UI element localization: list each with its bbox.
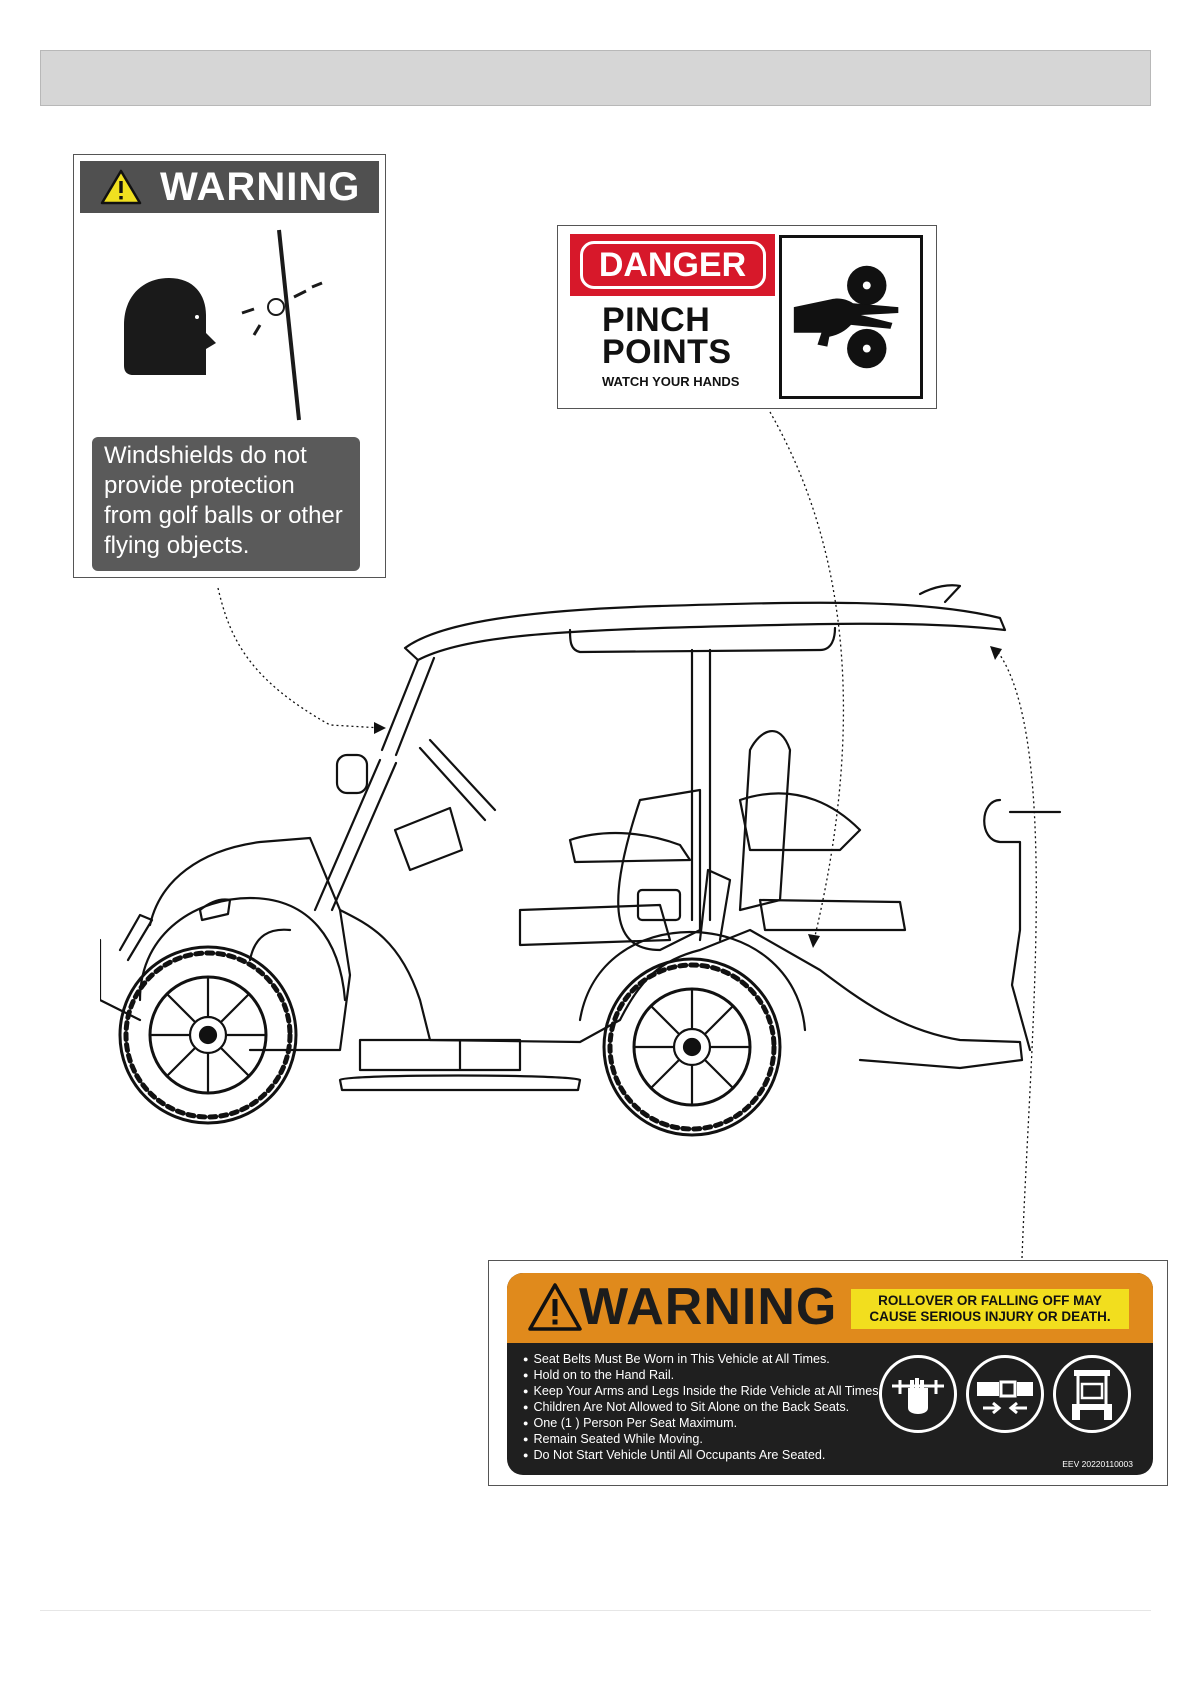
page-header-bar [40, 50, 1151, 106]
windshield-message-line: provide protection [104, 472, 295, 499]
list-item: Hold on to the Hand Rail. [523, 1367, 882, 1383]
subheader-line: CAUSE SERIOUS INJURY OR DEATH. [869, 1309, 1111, 1324]
hand-on-rail-icon [879, 1355, 957, 1433]
windshield-warning-title: WARNING [160, 164, 361, 209]
pinch-points-danger-label: DANGER PINCH POINTS WATCH YOUR HANDS [557, 225, 937, 409]
golf-cart-illustration [100, 584, 1062, 1137]
subheader-line: ROLLOVER OR FALLING OFF MAY [878, 1293, 1102, 1308]
rear-wheel [602, 957, 782, 1137]
warning-triangle-icon [528, 1283, 582, 1331]
warning-triangle-icon [100, 169, 142, 205]
windshield-warning-label: WARNING Windshields do not provide prote… [73, 154, 386, 578]
danger-header: DANGER [570, 234, 775, 296]
pinch-points-title: PINCH POINTS [602, 301, 732, 371]
list-item: One (1 ) Person Per Seat Maximum. [523, 1415, 882, 1431]
hand-rollers-pictogram [779, 235, 923, 399]
windshield-message-line: Windshields do not [104, 442, 307, 469]
list-item: Keep Your Arms and Legs Inside the Ride … [523, 1383, 882, 1399]
label-code: EEV 20220110003 [1062, 1459, 1133, 1469]
windshield-warning-header: WARNING [80, 161, 379, 213]
rollover-rules-list: Seat Belts Must Be Worn in This Vehicle … [523, 1351, 882, 1463]
windshield-message-line: from golf balls or other [104, 502, 343, 529]
list-item: Children Are Not Allowed to Sit Alone on… [523, 1399, 882, 1415]
pinch-title-line: POINTS [602, 333, 732, 371]
pinch-title-line: PINCH [602, 301, 711, 339]
list-item: Remain Seated While Moving. [523, 1431, 882, 1447]
rollover-warning-subheader: ROLLOVER OR FALLING OFF MAY CAUSE SERIOU… [851, 1289, 1129, 1329]
head-and-flying-ball-pictogram [124, 229, 323, 421]
cart-rear-icon [1053, 1355, 1131, 1433]
page-footer-line [40, 1610, 1151, 1611]
rollover-warning-label: WARNING ROLLOVER OR FALLING OFF MAY CAUS… [488, 1260, 1168, 1486]
windshield-message-line: flying objects. [104, 532, 250, 559]
list-item: Seat Belts Must Be Worn in This Vehicle … [523, 1351, 882, 1367]
seat-belt-icon [966, 1355, 1044, 1433]
list-item: Do Not Start Vehicle Until All Occupants… [523, 1447, 882, 1463]
windshield-warning-message: Windshields do not provide protection fr… [92, 437, 360, 571]
rollover-warning-title: WARNING [579, 1278, 838, 1336]
front-wheel [118, 945, 298, 1125]
pinch-points-subtitle: WATCH YOUR HANDS [602, 374, 740, 389]
danger-title: DANGER [579, 241, 766, 289]
rollover-warning-panel: WARNING ROLLOVER OR FALLING OFF MAY CAUS… [507, 1273, 1153, 1475]
rollover-warning-header: WARNING ROLLOVER OR FALLING OFF MAY CAUS… [507, 1273, 1153, 1343]
